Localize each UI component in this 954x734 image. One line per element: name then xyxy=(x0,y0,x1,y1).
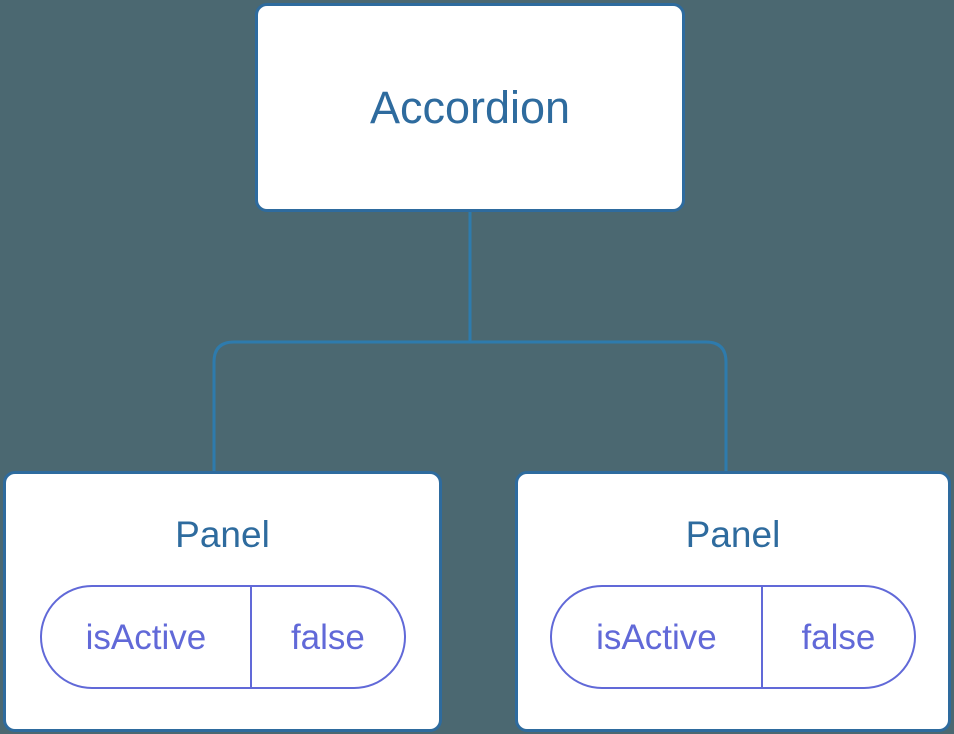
state-key-panel-1: isActive xyxy=(42,587,253,687)
connector-to-panel-right xyxy=(470,340,728,472)
state-pill-panel-2[interactable]: isActive false xyxy=(550,585,916,689)
state-pill-panel-1[interactable]: isActive false xyxy=(39,585,406,689)
node-accordion-title: Accordion xyxy=(369,82,571,133)
node-panel-2-title: Panel xyxy=(685,514,781,555)
node-panel-1[interactable]: Panel isActive false xyxy=(3,471,442,732)
node-accordion[interactable]: Accordion xyxy=(255,3,685,212)
node-panel-1-title: Panel xyxy=(175,514,270,555)
connector-to-panel-left xyxy=(212,340,470,472)
node-panel-2[interactable]: Panel isActive false xyxy=(515,471,951,732)
state-value-panel-2: false xyxy=(801,617,876,657)
state-key-panel-2: isActive xyxy=(552,587,763,687)
state-value-panel-1: false xyxy=(290,617,365,657)
